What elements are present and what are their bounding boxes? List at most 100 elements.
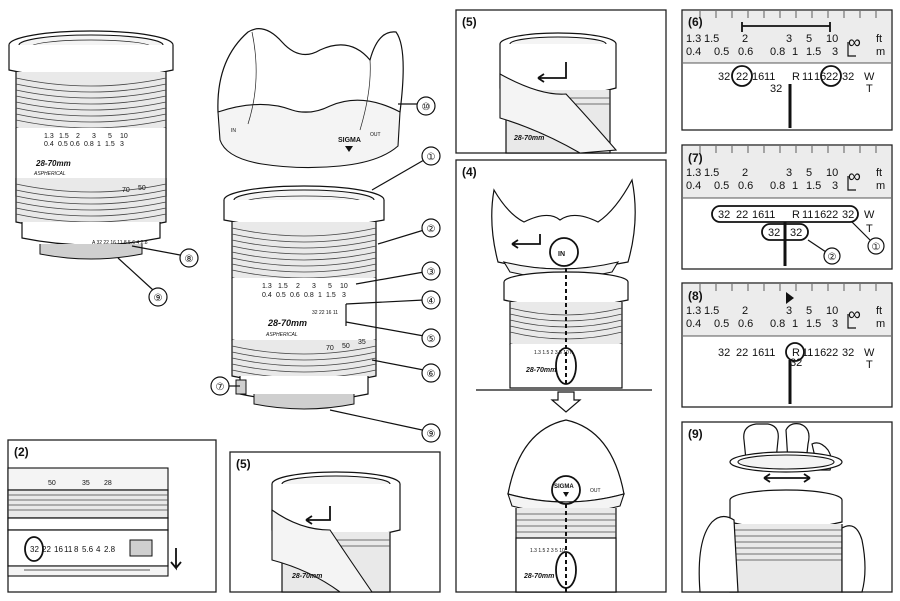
callout-9b (421, 423, 441, 443)
svg-text:∞: ∞ (848, 304, 861, 324)
svg-text:∞: ∞ (848, 32, 861, 52)
svg-text:1: 1 (97, 141, 101, 148)
svg-text:IN: IN (558, 251, 565, 258)
svg-text:3: 3 (832, 46, 838, 58)
svg-text:11: 11 (802, 347, 813, 359)
svg-text:28-70mm: 28-70mm (525, 367, 556, 374)
svg-text:0.6: 0.6 (70, 141, 80, 148)
svg-text:OUT: OUT (590, 488, 601, 494)
lens-hood: SIGMA OUT IN ⑩ (217, 28, 436, 169)
callout-2 (421, 218, 441, 238)
svg-text:0.4: 0.4 (44, 141, 54, 148)
svg-text:1.3: 1.3 (686, 305, 701, 317)
svg-text:SIGMA: SIGMA (554, 484, 574, 490)
svg-text:0.5: 0.5 (276, 292, 286, 299)
svg-text:⑨: ⑨ (427, 429, 436, 440)
callout-2-panel7 (823, 247, 841, 265)
svg-text:28-70mm: 28-70mm (291, 573, 322, 580)
svg-text:3: 3 (92, 133, 96, 140)
svg-text:35: 35 (82, 480, 90, 487)
svg-text:22: 22 (736, 347, 748, 359)
svg-text:⑨: ⑨ (154, 293, 163, 304)
svg-text:16: 16 (814, 209, 826, 221)
panel-2-label: (2) (14, 445, 29, 459)
svg-text:1.3: 1.3 (686, 33, 701, 45)
svg-text:1.5: 1.5 (59, 133, 69, 140)
svg-text:16: 16 (752, 209, 764, 221)
hood-out-1: OUT (370, 132, 381, 138)
svg-text:2: 2 (742, 305, 748, 317)
svg-text:1.5: 1.5 (326, 292, 336, 299)
svg-text:1.5: 1.5 (278, 283, 288, 290)
svg-text:11: 11 (764, 347, 775, 359)
svg-text:⑥: ⑥ (427, 369, 436, 380)
svg-text:10: 10 (340, 283, 348, 290)
svg-text:1.5: 1.5 (704, 33, 719, 45)
svg-text:16: 16 (752, 71, 764, 83)
svg-text:W: W (864, 347, 875, 359)
svg-text:0.8: 0.8 (304, 292, 314, 299)
panel-5b-label: (5) (236, 457, 251, 471)
panel-5a-label: (5) (462, 15, 477, 29)
svg-text:0.6: 0.6 (738, 180, 753, 192)
svg-text:5: 5 (806, 305, 812, 317)
panel-8-label: (8) (688, 289, 703, 303)
hood-brand-1: SIGMA (338, 137, 361, 144)
svg-text:1: 1 (792, 46, 798, 58)
svg-text:32 22 16 11: 32 22 16 11 (312, 310, 338, 316)
down-arrow-icon (550, 391, 582, 413)
panel-4-label: (4) (462, 165, 477, 179)
svg-text:32: 32 (30, 545, 39, 554)
svg-text:10: 10 (826, 33, 838, 45)
svg-text:0.6: 0.6 (290, 292, 300, 299)
svg-text:5: 5 (108, 133, 112, 140)
svg-text:16: 16 (54, 545, 63, 554)
arrow-down-icon (170, 548, 182, 571)
svg-text:①: ① (427, 152, 436, 163)
svg-text:④: ④ (427, 296, 436, 307)
zoom-50: 50 (138, 185, 146, 192)
svg-text:1: 1 (318, 292, 322, 299)
callout-8 (179, 248, 199, 268)
svg-text:5.6: 5.6 (82, 545, 94, 554)
panel-6-label: (6) (688, 15, 703, 29)
svg-text:11: 11 (764, 209, 775, 221)
svg-text:0.4: 0.4 (686, 46, 701, 58)
svg-text:50: 50 (342, 343, 350, 350)
aperture-values: 32 22 16 11 8 5.6 4 2.8 (30, 545, 116, 554)
panel-6-dof-scale: (6) 1.3 1.5 2 3 5 10 0.4 0.5 0.6 0.8 1 1… (681, 9, 893, 131)
callout-1-panel7 (867, 237, 885, 255)
svg-text:10: 10 (826, 167, 838, 179)
svg-text:ft: ft (876, 167, 882, 179)
svg-text:32: 32 (842, 347, 854, 359)
svg-text:1.3 1.5 2 3 5 10 ft: 1.3 1.5 2 3 5 10 ft (534, 350, 574, 356)
aperture-ring-small: A 32 22 16 11 8 5.6 4 2.8 (92, 240, 148, 246)
svg-text:4: 4 (96, 545, 101, 554)
svg-text:32: 32 (790, 227, 802, 239)
svg-text:1.3 1.5 2 3 5 10: 1.3 1.5 2 3 5 10 (530, 548, 565, 554)
aspherical-label-2: ASPHERICAL (265, 332, 298, 338)
svg-text:2: 2 (742, 33, 748, 45)
arrow-rotate-icon (305, 506, 331, 525)
svg-text:32: 32 (718, 71, 730, 83)
svg-text:1.5: 1.5 (105, 141, 115, 148)
panel-2-aperture-lock: (2) 50 35 28 32 22 16 11 8 5.6 4 2.8 (7, 439, 217, 593)
focal-label-1: 28-70mm (35, 159, 71, 168)
svg-text:3: 3 (786, 305, 792, 317)
svg-text:3: 3 (312, 283, 316, 290)
panel-9-filter: (9) (681, 421, 893, 593)
svg-text:②: ② (427, 224, 436, 235)
svg-text:R: R (792, 71, 800, 83)
svg-text:②: ② (828, 252, 837, 263)
svg-text:A 32 22 16 11 8 5.6 4 2.8: A 32 22 16 11 8 5.6 4 2.8 (92, 240, 148, 246)
svg-text:0.6: 0.6 (738, 46, 753, 58)
svg-text:3: 3 (342, 292, 346, 299)
panel-7-label: (7) (688, 151, 703, 165)
svg-text:0.8: 0.8 (770, 318, 785, 330)
panel-7-dof-scale: (7) 2 3 5 10 1.3 1.5 0.4 0.5 0.6 0.8 1 1… (681, 144, 893, 270)
svg-text:1.3: 1.3 (262, 283, 272, 290)
svg-text:32: 32 (842, 209, 854, 221)
svg-text:1.5: 1.5 (806, 46, 821, 58)
svg-text:1: 1 (792, 318, 798, 330)
